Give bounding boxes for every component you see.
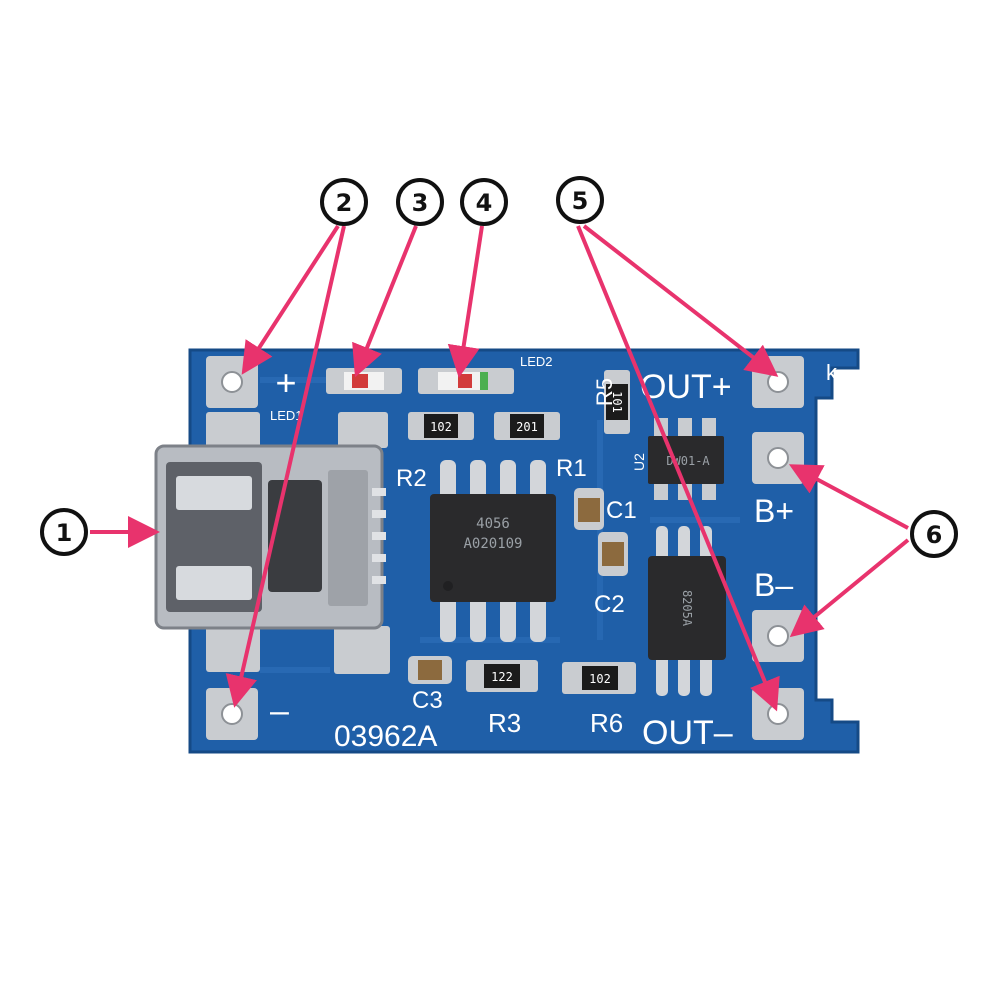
- silk-board-id: 03962A: [334, 720, 437, 753]
- silk-k: k: [826, 360, 838, 385]
- callout-5: 5: [556, 176, 604, 224]
- silk-r3: R3: [488, 708, 521, 738]
- resistor-code-led2: 201: [516, 420, 538, 434]
- callout-number-5: 5: [572, 187, 589, 215]
- silk-r6: R6: [590, 708, 623, 738]
- charger-ic-marking-1: 4056: [476, 516, 510, 532]
- charger-ic-marking-2: A020109: [463, 536, 522, 552]
- callout-number-4: 4: [476, 189, 493, 217]
- charger-ic: 4056 A020109: [430, 460, 556, 642]
- silk-out-minus: OUT–: [642, 714, 733, 752]
- arrow-5a: [582, 224, 779, 377]
- callout-1: 1: [40, 508, 88, 556]
- mosfet-ic: 8205A: [648, 526, 726, 696]
- arrow-5b: [576, 225, 780, 712]
- silk-c2: C2: [594, 591, 625, 618]
- resistor-code-led1: 102: [430, 420, 452, 434]
- arrow-2b: [225, 225, 346, 708]
- capacitor-c3: [408, 656, 452, 684]
- silk-r2: R2: [396, 465, 427, 492]
- silk-c3: C3: [412, 687, 443, 714]
- resistor-r6: 102: [562, 662, 636, 694]
- arrow-3: [352, 225, 418, 378]
- silk-plus: +: [275, 362, 296, 403]
- arrow-4: [447, 225, 484, 378]
- silk-minus: –: [270, 692, 289, 730]
- resistor-code-r5: 101: [610, 391, 624, 413]
- callout-arrows: [90, 224, 910, 712]
- resistor-led2: 201: [494, 412, 560, 440]
- output-pad-minus: [752, 688, 804, 740]
- usb-connector: [154, 412, 390, 674]
- callout-number-1: 1: [56, 519, 73, 547]
- battery-pad-plus: [752, 432, 804, 484]
- arrow-6a: [788, 464, 909, 530]
- mosfet-ic-marking: 8205A: [680, 590, 694, 627]
- silk-out-plus: OUT+: [640, 368, 732, 406]
- silk-c1: C1: [606, 497, 637, 524]
- silk-b-plus: B+: [754, 493, 794, 529]
- silk-r5: R5: [592, 378, 617, 406]
- callout-6: 6: [910, 510, 958, 558]
- silk-led2: LED2: [520, 354, 553, 369]
- callout-4: 4: [460, 178, 508, 226]
- led-green: [418, 368, 514, 394]
- callout-2: 2: [320, 178, 368, 226]
- silk-u2: U2: [631, 453, 647, 471]
- resistor-led1: 102: [408, 412, 474, 440]
- silk-b-minus: B–: [754, 567, 793, 603]
- callout-number-2: 2: [336, 189, 353, 217]
- resistor-code-r6: 102: [589, 672, 611, 686]
- capacitor-c2: [598, 532, 628, 576]
- input-pad-minus: [206, 688, 258, 740]
- callout-number-6: 6: [926, 521, 943, 549]
- silk-r1: R1: [556, 455, 587, 482]
- callout-3: 3: [396, 178, 444, 226]
- capacitor-c1: [574, 488, 604, 530]
- silk-led1: LED1: [270, 408, 303, 423]
- arrow-6b: [789, 538, 910, 638]
- battery-pad-minus: [752, 610, 804, 662]
- resistor-r5: 101: [604, 370, 630, 434]
- resistor-r3: 122: [466, 660, 538, 692]
- arrow-2a: [241, 224, 340, 375]
- resistor-code-r3: 122: [491, 670, 513, 684]
- led-red: [326, 368, 402, 394]
- callout-number-3: 3: [412, 189, 429, 217]
